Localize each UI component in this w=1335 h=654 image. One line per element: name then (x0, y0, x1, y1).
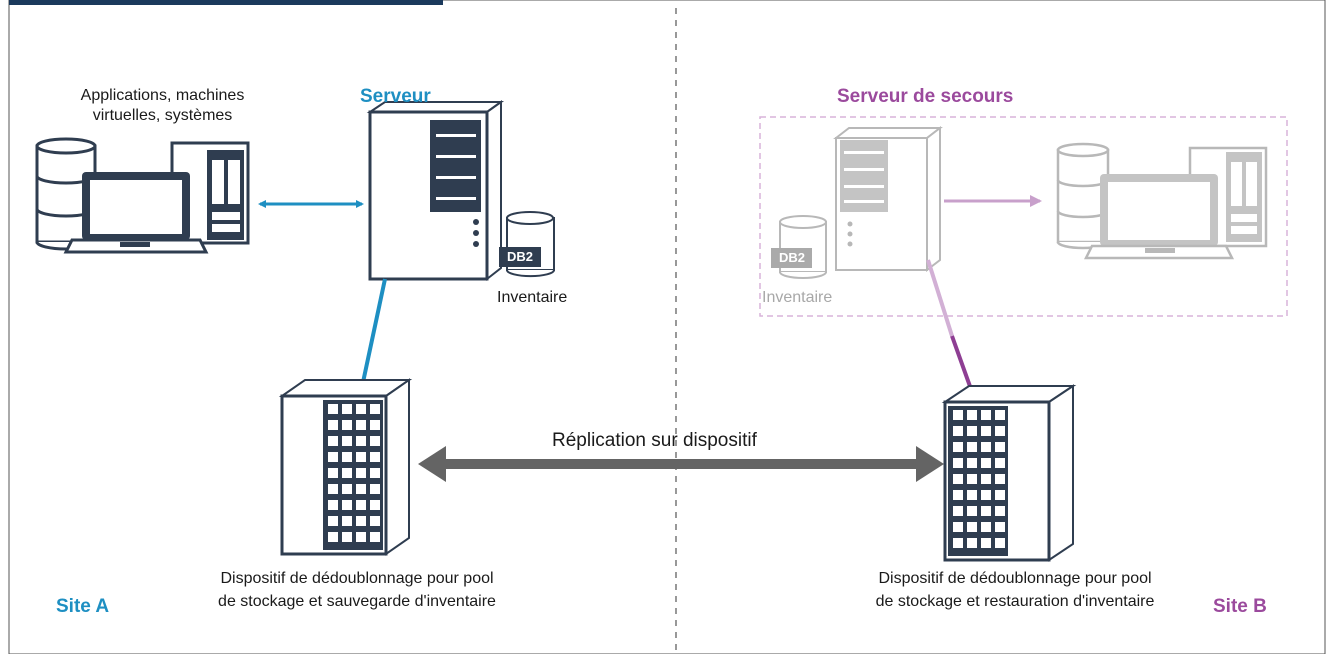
laptop-icon (63, 172, 209, 254)
site-b-device-label-line2: de stockage et restauration d'inventaire (875, 593, 1155, 610)
clients-label-line1: Applications, machines (80, 87, 245, 104)
site-a-dedup-device-icon (278, 378, 413, 556)
site-b-server-device-link (950, 335, 974, 393)
standby-db2-badge: DB2 (778, 250, 805, 265)
site-a-label: Site A (56, 596, 110, 617)
inventory-label: Inventaire (497, 289, 568, 306)
site-a-clients-icon (35, 137, 250, 254)
site-b-server-device-link-faded (926, 259, 954, 337)
standby-inventory-db-icon (771, 215, 827, 279)
diagram-frame (8, 0, 1326, 654)
site-b-clients-icon (1056, 142, 1268, 260)
inventory-db-icon (499, 211, 555, 278)
site-b-dedup-device-icon (941, 384, 1077, 562)
replication-label: Réplication sur dispositif (552, 430, 757, 451)
header-bar (9, 0, 443, 5)
replication-arrow (418, 446, 944, 482)
site-b-device-label-line1: Dispositif de dédoublonnage pour pool (878, 570, 1152, 587)
clients-label-line2: virtuelles, systèmes (92, 107, 233, 124)
site-b-label: Site B (1213, 596, 1267, 617)
standby-server-icon (833, 125, 943, 273)
standby-server-label: Serveur de secours (837, 86, 1014, 107)
db2-badge: DB2 (506, 249, 533, 264)
server-icon (366, 100, 505, 282)
site-a-device-label-line1: Dispositif de dédoublonnage pour pool (220, 570, 494, 587)
site-a-server-device-link (360, 278, 387, 388)
site-a-device-label-line2: de stockage et sauvegarde d'inventaire (218, 593, 496, 610)
server-label: Serveur (360, 86, 431, 107)
laptop-icon (1083, 174, 1235, 260)
standby-inventory-label: Inventaire (762, 289, 833, 306)
standby-zone-box (759, 116, 1288, 317)
